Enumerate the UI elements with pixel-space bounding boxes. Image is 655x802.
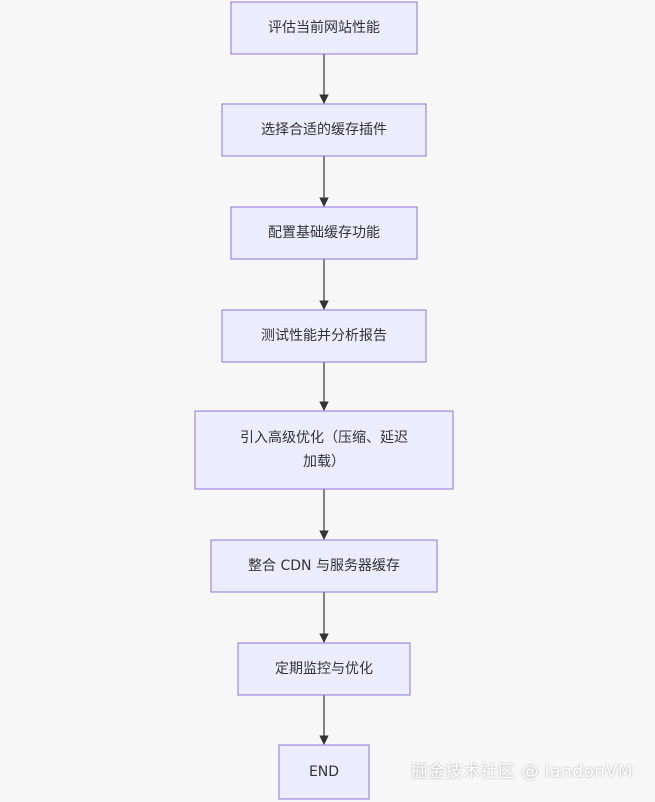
node-label: 整合 CDN 与服务器缓存 xyxy=(248,558,400,574)
node-label: 测试性能并分析报告 xyxy=(261,328,387,344)
node-box xyxy=(278,744,370,800)
node-label: 配置基础缓存功能 xyxy=(268,224,380,241)
node-label: 选择合适的缓存插件 xyxy=(261,122,387,138)
flow-node-n8: END xyxy=(278,744,370,800)
node-box xyxy=(210,539,438,593)
node-box xyxy=(221,309,427,363)
watermark: 掘金技术社区 @ landonVM xyxy=(410,762,633,782)
node-box xyxy=(230,206,418,260)
node-label: 定期监控与优化 xyxy=(275,661,373,677)
node-box xyxy=(221,103,427,157)
flow-node-n6: 整合 CDN 与服务器缓存 xyxy=(210,539,438,593)
node-box xyxy=(230,1,418,55)
node-box xyxy=(194,410,454,490)
nodes: 评估当前网站性能选择合适的缓存插件配置基础缓存功能测试性能并分析报告引入高级优化… xyxy=(194,1,454,800)
node-label: 引入高级优化（压缩、延迟 xyxy=(240,429,408,446)
flow-node-n7: 定期监控与优化 xyxy=(237,642,411,696)
node-label: END xyxy=(309,764,339,780)
node-label: 评估当前网站性能 xyxy=(268,19,380,36)
flow-node-n4: 测试性能并分析报告 xyxy=(221,309,427,363)
flow-node-n3: 配置基础缓存功能 xyxy=(230,206,418,260)
flow-node-n2: 选择合适的缓存插件 xyxy=(221,103,427,157)
node-box xyxy=(237,642,411,696)
flow-node-n1: 评估当前网站性能 xyxy=(230,1,418,55)
node-label: 加载） xyxy=(303,454,345,470)
